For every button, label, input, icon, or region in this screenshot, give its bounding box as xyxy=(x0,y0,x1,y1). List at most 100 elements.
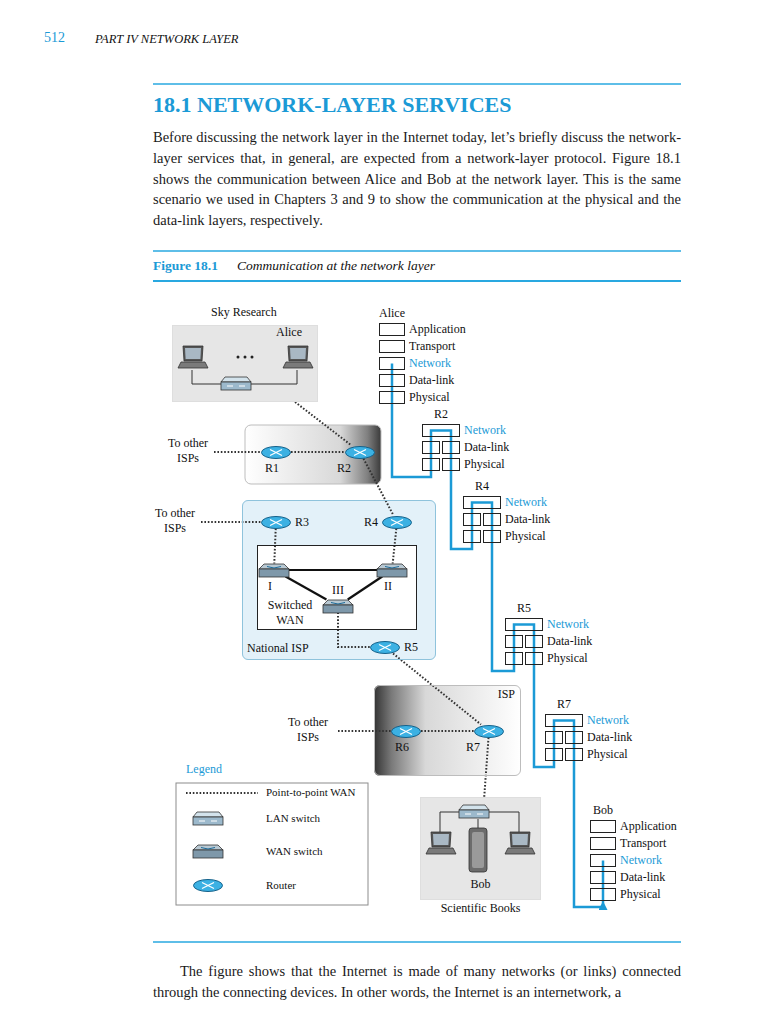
rule xyxy=(153,941,681,943)
protocol-stack: R4NetworkData-linkPhysical xyxy=(463,496,552,543)
switch-icon xyxy=(323,600,353,613)
host-name: Bob xyxy=(470,877,490,892)
layer-name: Data-link xyxy=(620,870,665,885)
router-icon xyxy=(262,516,291,528)
laptop-icon xyxy=(283,346,313,368)
layer-name: Transport xyxy=(409,339,455,354)
router-symbol: R3 xyxy=(261,516,291,529)
legend-box xyxy=(176,783,368,905)
laptop-icon xyxy=(505,832,535,854)
laptop-icon xyxy=(426,832,456,854)
layer-box xyxy=(483,513,501,526)
layer-box xyxy=(505,635,523,648)
layer-name: Transport xyxy=(620,836,666,851)
switch-icon xyxy=(377,564,407,577)
layer-box xyxy=(525,652,543,665)
isp-region: R3R4IIIIIISwitched WANR5National ISP xyxy=(242,500,436,660)
region-name: Switched WAN xyxy=(261,598,319,628)
wan-switch-symbol: I xyxy=(259,564,289,577)
router-icon xyxy=(391,725,421,738)
legend-sample xyxy=(186,792,258,794)
link-note: To other ISPs xyxy=(145,506,205,536)
wan-link xyxy=(291,451,345,453)
wan-link xyxy=(338,730,391,732)
layer-box xyxy=(379,391,405,404)
wan-region: IIIIIISwitched WAN xyxy=(257,545,417,630)
router-symbol: R6 xyxy=(391,725,421,738)
layer-box xyxy=(590,871,616,884)
router-icon xyxy=(261,516,291,529)
layer-box xyxy=(590,854,616,867)
wan-link xyxy=(393,529,397,564)
site-fill xyxy=(420,797,541,900)
router-icon xyxy=(370,641,400,654)
switched-link xyxy=(289,569,377,571)
router-label: R6 xyxy=(395,740,409,755)
layer-name: Data-link xyxy=(505,512,550,527)
protocol-stack: BobApplicationTransportNetworkData-linkP… xyxy=(590,820,679,901)
link-note: To other ISPs xyxy=(278,715,338,745)
layer-box xyxy=(505,652,523,665)
layer-name: Data-link xyxy=(409,373,454,388)
wan-switch-symbol: III xyxy=(323,600,353,613)
legend-sample xyxy=(194,880,223,892)
layer-box xyxy=(590,888,616,901)
router-symbol: R5 xyxy=(370,641,400,654)
ellipsis-dot xyxy=(237,356,240,359)
stack-heading: Alice xyxy=(379,306,405,321)
layer-box xyxy=(422,424,460,437)
stack-heading: R2 xyxy=(434,407,448,422)
stack-heading: R5 xyxy=(517,601,531,616)
layer-box xyxy=(545,714,583,727)
wan-link xyxy=(274,529,275,564)
router-label: R4 xyxy=(364,515,378,530)
legend-sample xyxy=(193,812,223,825)
legend-text: LAN switch xyxy=(266,811,320,826)
router-symbol: R2 xyxy=(345,446,375,459)
layer-box xyxy=(442,441,460,454)
layer-name: Network xyxy=(409,356,451,371)
router-label: R7 xyxy=(466,740,480,755)
site-box: BobScientific Books xyxy=(420,797,541,900)
ellipsis-dot xyxy=(244,356,247,359)
layer-box xyxy=(565,748,583,761)
layer-box xyxy=(483,530,501,543)
router-icon xyxy=(474,725,504,738)
layer-name: Data-link xyxy=(587,730,632,745)
legend-title: Legend xyxy=(186,762,222,777)
data-path xyxy=(574,761,603,907)
layer-box xyxy=(379,323,405,336)
layer-box xyxy=(565,731,583,744)
layer-box xyxy=(379,340,405,353)
wan-switch-symbol: II xyxy=(377,564,407,577)
wan-link xyxy=(421,730,474,732)
rule xyxy=(153,83,681,85)
layer-box xyxy=(590,820,616,833)
layer-box xyxy=(525,635,543,648)
wan-link xyxy=(393,654,481,725)
link-note: To other ISPs xyxy=(158,436,218,466)
router-label: R5 xyxy=(404,640,418,655)
layer-name: Application xyxy=(409,322,466,337)
figure-number: Figure 18.1 xyxy=(153,257,218,274)
layer-box xyxy=(379,357,405,370)
wan-link xyxy=(484,738,488,798)
isp-region: R6R7ISP xyxy=(374,685,521,776)
layer-name: Physical xyxy=(409,390,450,405)
stack-heading: R7 xyxy=(557,697,571,712)
router-icon xyxy=(262,446,291,458)
layer-box xyxy=(379,374,405,387)
switch-icon xyxy=(259,564,289,577)
switched-link xyxy=(348,577,383,600)
body-paragraph: Before discussing the network layer in t… xyxy=(153,127,681,231)
layer-box xyxy=(545,731,563,744)
site-fill xyxy=(172,325,318,402)
layer-name: Data-link xyxy=(464,440,509,455)
legend-text: Router xyxy=(266,878,296,893)
rule xyxy=(153,250,681,252)
protocol-stack: R7NetworkData-linkPhysical xyxy=(545,714,634,761)
region-fill xyxy=(242,500,436,660)
site-name: Scientific Books xyxy=(441,901,521,916)
protocol-stack: R5NetworkData-linkPhysical xyxy=(505,618,594,665)
router-icon xyxy=(345,446,375,459)
